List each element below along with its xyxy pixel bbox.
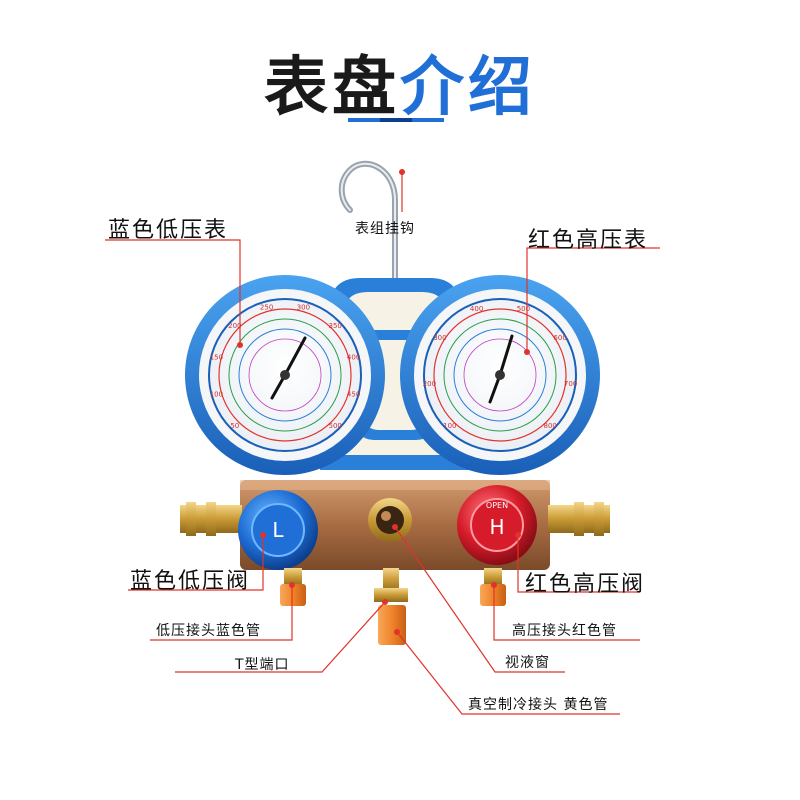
high-side-port (480, 568, 506, 606)
page-title: 表盘介绍 (0, 36, 800, 128)
vacuum-port (374, 568, 408, 645)
gauge-scale-label: 800 (544, 422, 557, 430)
high-pressure-gauge (400, 275, 600, 475)
gauge-scale-label: 400 (470, 305, 483, 313)
gauge-scale-label: 50 (230, 422, 239, 430)
sight-glass (368, 498, 412, 542)
gauge-scale-label: 250 (260, 303, 273, 311)
high-valve-letter: H (489, 515, 504, 539)
gauge-scale-label: 150 (210, 354, 223, 362)
gauge-scale-label: 600 (553, 334, 566, 342)
gauge-scale-label: 350 (329, 322, 342, 330)
gauge-scale-label: 300 (433, 334, 446, 342)
label-hook: 表组挂钩 (355, 221, 415, 237)
title-underline-accent (380, 118, 412, 122)
title-part-1: 表盘 (264, 51, 400, 125)
gauge-scale-label: 100 (443, 422, 456, 430)
low-pressure-gauge (185, 275, 385, 475)
gauge-scale-label: 400 (347, 354, 360, 362)
low-gauge-scale: 50 100 150 200 250 300 350 400 450 500 (210, 303, 361, 430)
high-valve-open-text: OPEN (486, 501, 508, 510)
low-pressure-valve-knob: L (238, 490, 318, 570)
label-vacuum-port: 真空制冷接头 黄色管 (468, 697, 609, 713)
label-low-hose: 低压接头蓝色管 (156, 623, 261, 639)
gauge-scale-label: 700 (564, 380, 577, 388)
gauge-scale-label: 200 (228, 322, 241, 330)
gauge-scale-label: 500 (517, 305, 530, 313)
low-valve-letter: L (272, 518, 284, 542)
leader-lines (105, 169, 660, 715)
high-pressure-valve-knob: OPEN H (457, 485, 537, 565)
label-low-gauge: 蓝色低压表 (108, 218, 229, 243)
hanging-hook (338, 160, 398, 293)
gauge-scale-label: 500 (329, 422, 342, 430)
high-gauge-needle (498, 334, 514, 377)
label-sight-glass: 视液窗 (505, 655, 550, 671)
left-fitting (180, 502, 242, 536)
label-high-hose: 高压接头红色管 (512, 623, 617, 639)
label-high-gauge: 红色高压表 (528, 228, 649, 253)
low-gauge-needle (283, 336, 307, 377)
high-gauge-scale: 100 200 300 400 500 600 700 800 (423, 305, 578, 430)
gauge-scale-label: 450 (347, 390, 360, 398)
right-fitting (548, 502, 610, 536)
gauge-scale-label: 300 (297, 303, 310, 311)
gauge-scale-label: 200 (423, 380, 436, 388)
title-part-2: 介绍 (400, 51, 536, 125)
label-low-valve: 蓝色低压阀 (130, 569, 251, 594)
low-side-port (280, 568, 306, 606)
gauge-scale-label: 100 (210, 390, 223, 398)
label-high-valve: 红色高压阀 (525, 572, 646, 597)
label-t-port: T型端口 (235, 657, 290, 673)
